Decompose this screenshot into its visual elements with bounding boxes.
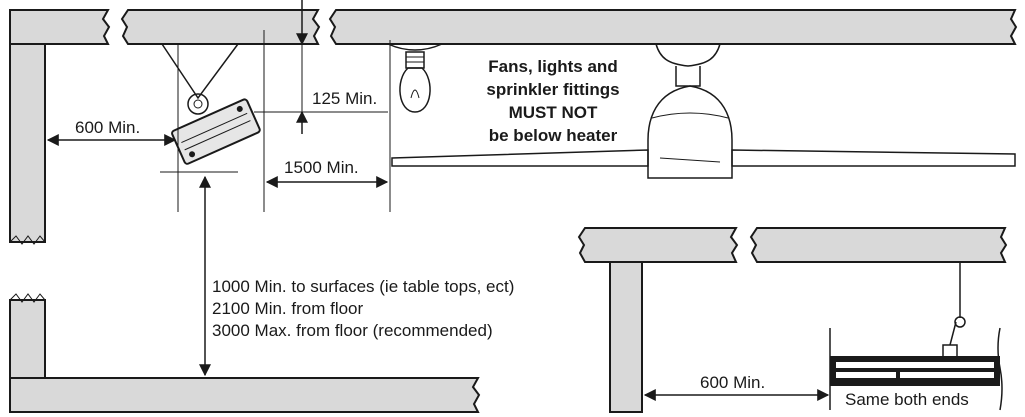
fixtures-warning: Fans, lights and sprinkler fittings MUST… <box>486 57 619 145</box>
bracket-icon <box>161 43 239 115</box>
dim-125-label: 125 Min. <box>312 89 377 108</box>
dim-125: 125 Min. <box>296 0 377 134</box>
warning-line: MUST NOT <box>509 103 598 122</box>
dim-600-left-label: 600 Min. <box>75 118 140 137</box>
ceiling-right-segment <box>328 9 1018 45</box>
wall-lower <box>9 293 46 379</box>
warning-line: Fans, lights and <box>488 57 617 76</box>
light-bulb-icon <box>387 43 443 113</box>
dim-600-inset-label: 600 Min. <box>700 373 765 392</box>
height-note: 1000 Min. to surfaces (ie table tops, ec… <box>212 277 514 296</box>
dim-1500: 1500 Min. <box>265 158 389 188</box>
inset-wall <box>609 261 643 413</box>
height-note: 2100 Min. from floor <box>212 299 364 318</box>
dim-1500-label: 1500 Min. <box>284 158 359 177</box>
inset-ceiling-right <box>749 227 1008 263</box>
warning-line: sprinkler fittings <box>486 80 619 99</box>
inset-heater <box>829 262 1003 411</box>
ceiling-left-segment <box>9 9 111 45</box>
dim-600-left: 600 Min. <box>46 118 177 146</box>
ceiling-fan-icon <box>391 43 1016 179</box>
inset-caption: Same both ends <box>845 390 969 409</box>
height-notes: 1000 Min. to surfaces (ie table tops, ec… <box>212 277 514 340</box>
inset-ceiling-left <box>577 227 739 263</box>
warning-line: be below heater <box>489 126 618 145</box>
wall-upper <box>9 43 46 245</box>
floor <box>9 377 481 413</box>
height-note: 3000 Max. from floor (recommended) <box>212 321 493 340</box>
heater-icon <box>171 98 261 165</box>
ceiling-center-segment <box>120 9 321 45</box>
dim-600-inset: 600 Min. <box>643 373 830 401</box>
